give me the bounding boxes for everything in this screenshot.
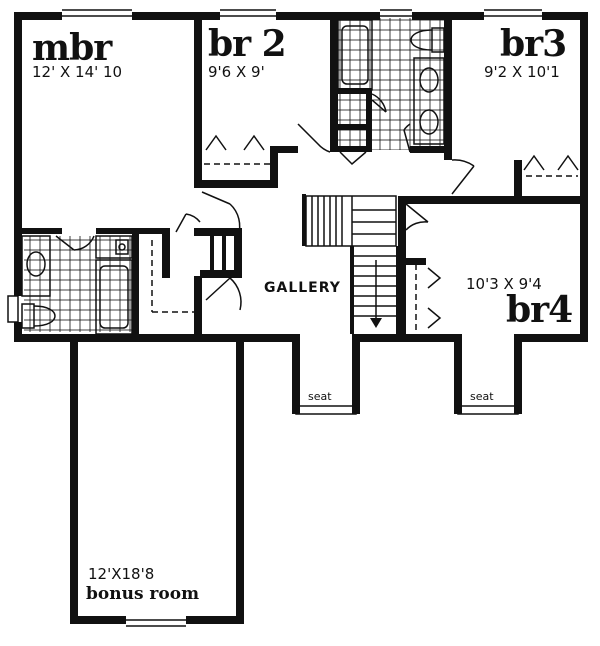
down-arrow-icon [370,318,382,328]
room-size-br3: 9'2 X 10'1 [484,63,560,81]
room-size-mbr: 12' X 14' 10 [32,63,123,81]
interior-walls [22,12,588,342]
room-name-br2: br 2 [208,23,287,65]
room-size-br4: 10'3 X 9'4 [466,275,542,293]
stairs [305,195,397,328]
room-size-br2: 9'6 X 9' [208,63,265,81]
bath-fixtures [21,19,445,335]
room-name-br3: br3 [500,23,567,65]
room-name-br4: br4 [506,289,573,331]
exterior-walls [14,12,588,624]
door-swings [55,93,475,311]
window-seat-label: seat [308,390,332,403]
closets [151,134,579,330]
room-name-bonus: bonus room [86,584,200,604]
bath-floor-tile [24,236,138,332]
room-name-mbr: mbr [32,27,112,69]
windows [7,9,542,627]
room-name-gallery: GALLERY [264,280,341,296]
room-size-bonus: 12'X18'8 [88,565,155,583]
window-seat-label: seat [470,390,494,403]
